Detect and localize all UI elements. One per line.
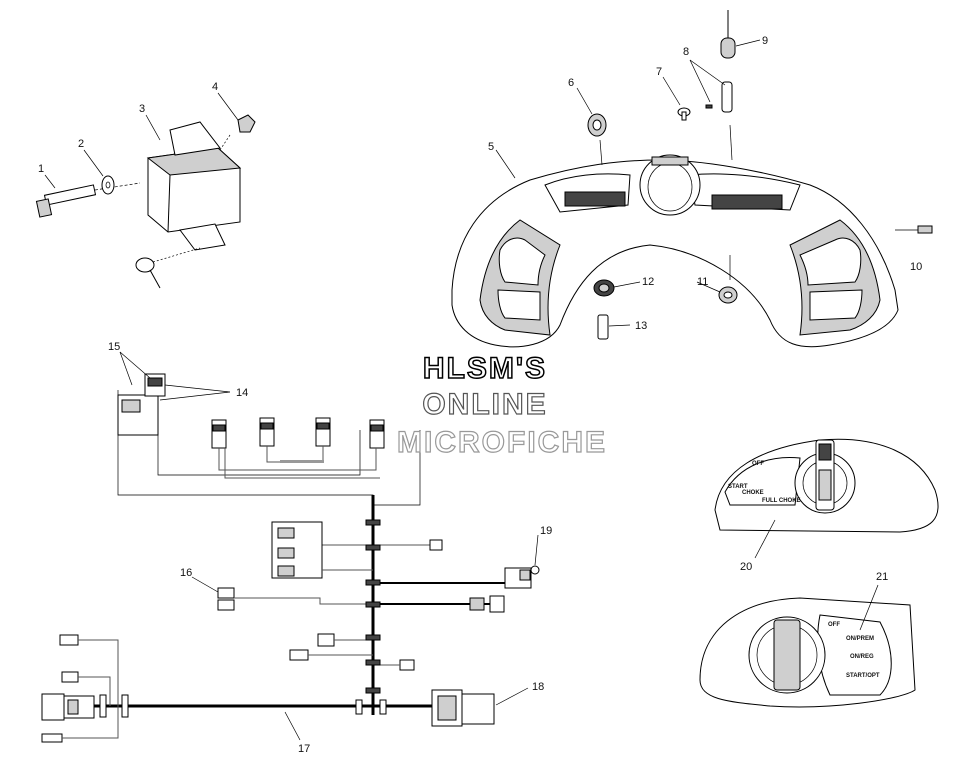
callout-1: 1: [38, 163, 44, 175]
switch-20-labels: OFF START CHOKE FULL CHOKE: [728, 461, 801, 504]
callout-14: 14: [236, 387, 248, 399]
callout-15: 15: [108, 341, 120, 353]
callouts: 1 2 3 4 5 6 7 8 9 10 11 12 13 14 15 16 1…: [38, 35, 922, 755]
callout-6: 6: [568, 77, 574, 89]
watermark-line-2: ONLINE: [422, 388, 547, 421]
switch-21-on-reg: ON/REG: [850, 654, 874, 660]
callout-18: 18: [532, 681, 544, 693]
switch-21-start-opt: START/OPT: [846, 673, 880, 679]
callout-5: 5: [488, 141, 494, 153]
switch-21-off: OFF: [828, 622, 840, 628]
callout-3: 3: [139, 103, 145, 115]
callout-21: 21: [876, 571, 888, 583]
callout-4: 4: [212, 81, 218, 93]
callout-13: 13: [635, 320, 647, 332]
callout-17: 17: [298, 743, 310, 755]
module-assembly: [35, 92, 256, 289]
callout-9: 9: [762, 35, 768, 47]
callout-16: 16: [180, 567, 192, 579]
screw-10-part: [917, 225, 933, 234]
switch-20-start: START: [728, 484, 748, 490]
clip-part: [705, 104, 713, 109]
nut-part: [219, 114, 256, 151]
bulb-part: [720, 37, 736, 59]
dash-small-parts: [495, 10, 933, 340]
callout-12: 12: [642, 276, 654, 288]
ignition-switch-assembly: [699, 584, 916, 708]
module-part: [146, 121, 242, 251]
switch-21-on-prem: ON/PREM: [846, 636, 874, 642]
bolt-part: [35, 182, 141, 218]
watermark-line-1: HLSM'S: [423, 352, 547, 385]
ring-terminal-part: [135, 247, 201, 289]
washer-part: [101, 175, 115, 195]
callout-10: 10: [910, 261, 922, 273]
switch-21-labels: OFF ON/PREM ON/REG START/OPT: [828, 622, 880, 679]
dash-panel: [451, 124, 920, 348]
switch-20-choke: CHOKE: [742, 490, 764, 496]
choke-switch-assembly: [714, 438, 939, 559]
wiring-harness: [41, 351, 540, 743]
switch-20-full-choke: FULL CHOKE: [762, 498, 801, 504]
callout-20: 20: [740, 561, 752, 573]
plug-part: [597, 314, 609, 340]
callout-19: 19: [540, 525, 552, 537]
callout-2: 2: [78, 138, 84, 150]
callout-7: 7: [656, 66, 662, 78]
watermark: HLSM'S ONLINE MICROFICHE: [396, 351, 607, 459]
switch-20-off: OFF: [752, 461, 764, 467]
watermark-line-3: MICROFICHE: [397, 426, 607, 459]
callout-11: 11: [697, 276, 708, 288]
callout-8: 8: [683, 46, 689, 58]
